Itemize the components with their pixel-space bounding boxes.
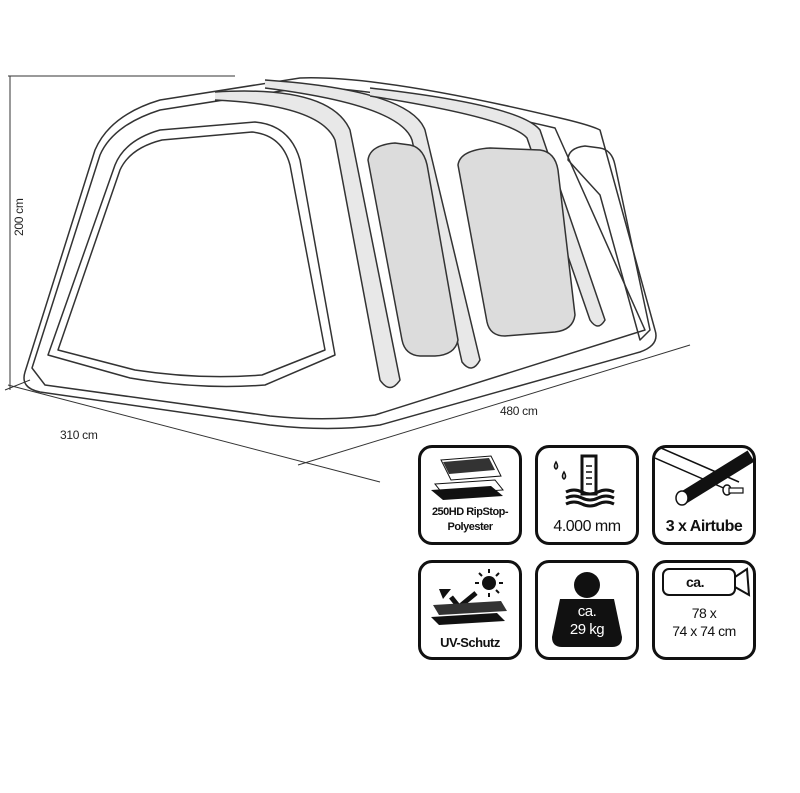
- feature-tile-pack-size: ca. 78 x 74 x 74 cm: [652, 560, 756, 660]
- width-dimension-line: [297, 344, 691, 466]
- tent-line-drawing: [4, 75, 691, 483]
- width-label: 480 cm: [500, 404, 538, 418]
- feature-tile-weight: ca. 29 kg: [535, 560, 639, 660]
- weight-label-line2: 29 kg: [569, 621, 605, 638]
- pack-size-label-top: ca.: [686, 574, 704, 590]
- uv-protection-icon: [431, 569, 507, 625]
- ripstop-fabric-icon: [431, 455, 504, 500]
- uv-label: UV-Schutz: [440, 635, 500, 650]
- height-label: 200 cm: [12, 198, 26, 236]
- feature-tile-airtube: 3 x Airtube: [652, 445, 756, 545]
- water-column-label: 4.000 mm: [553, 518, 621, 535]
- pack-size-label-line2: 74 x 74 cm: [672, 623, 736, 639]
- water-column-icon: [553, 454, 615, 508]
- depth-label: 310 cm: [60, 428, 98, 442]
- feature-tile-water-column: 4.000 mm: [535, 445, 639, 545]
- depth-dimension-line: [7, 384, 381, 483]
- ripstop-label-line2: Polyester: [447, 521, 493, 533]
- airtube-label: 3 x Airtube: [665, 518, 743, 535]
- feature-tile-uv: UV-Schutz: [418, 560, 522, 660]
- pack-size-label-line1: 78 x: [691, 605, 717, 621]
- ripstop-label-line1: 250HD RipStop-: [431, 506, 509, 518]
- pack-size-icon: [662, 567, 751, 597]
- airtube-icon: [655, 448, 753, 506]
- weight-icon: [552, 572, 622, 647]
- feature-tile-ripstop: 250HD RipStop- Polyester: [418, 445, 522, 545]
- weight-label-line1: ca.: [577, 603, 597, 620]
